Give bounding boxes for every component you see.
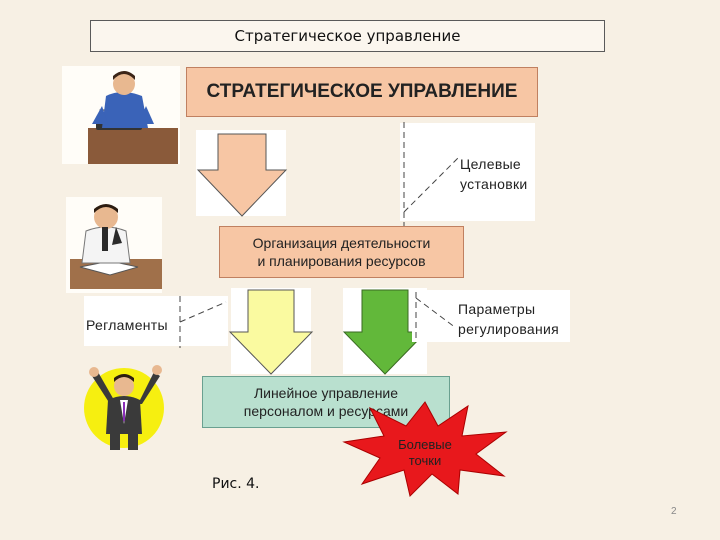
organization-line-1: Организация деятельности	[252, 235, 431, 251]
dashed-connector-regulations	[179, 296, 227, 348]
regulation-params-panel	[412, 290, 570, 342]
line-management-box: Линейное управление персоналом и ресурса…	[202, 376, 450, 428]
pain-points-line-2: точки	[408, 453, 442, 468]
organization-line-2: и планирования ресурсов	[257, 253, 426, 269]
line-management-line-1: Линейное управление	[253, 385, 399, 401]
organization-box: Организация деятельности и планирования …	[219, 226, 464, 278]
dashed-connector-params	[415, 292, 457, 342]
target-settings-label: Целевые установки	[460, 154, 527, 194]
regulation-params-label: Параметры регулирования	[458, 299, 559, 339]
regulation-params-line-2: регулирования	[458, 321, 560, 337]
regulations-label: Регламенты	[86, 317, 168, 333]
pain-points-burst	[342, 401, 508, 497]
strategic-management-label: СТРАТЕГИЧЕСКОЕ УПРАВЛЕНИЕ	[206, 81, 518, 102]
down-arrow-green	[342, 289, 428, 375]
dashed-connector-target	[403, 122, 459, 226]
line-management-line-2: персоналом и ресурсами	[243, 403, 409, 419]
slide-title: Стратегическое управление	[90, 20, 605, 52]
page-number: 2	[671, 506, 677, 517]
target-settings-line-2: установки	[460, 176, 528, 192]
slide-title-text: Стратегическое управление	[234, 27, 461, 45]
regulations-panel	[84, 296, 228, 346]
down-arrow-peach	[196, 133, 288, 217]
strategic-management-box: СТРАТЕГИЧЕСКОЕ УПРАВЛЕНИЕ	[186, 67, 538, 117]
celebrating-man-illustration	[84, 365, 164, 450]
pain-points-line-1: Болевые	[398, 437, 452, 452]
target-settings-panel	[400, 123, 535, 221]
pain-points-label: Болевые точки	[395, 437, 455, 469]
down-arrow-yellow	[228, 289, 314, 375]
thinking-man-illustration	[66, 197, 162, 293]
figure-caption: Рис. 4.	[212, 476, 260, 492]
regulation-params-line-1: Параметры	[458, 301, 536, 317]
target-settings-line-1: Целевые	[460, 156, 522, 172]
man-typing-illustration	[62, 66, 180, 164]
